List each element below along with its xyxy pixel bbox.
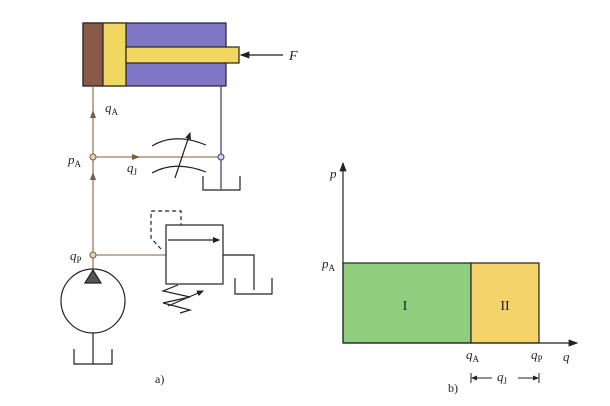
node-qp — [89, 251, 97, 259]
region-one — [342, 262, 472, 344]
region-one-label: I — [403, 299, 408, 314]
piston — [102, 22, 127, 87]
label-qa: qA — [105, 100, 119, 117]
flow-arrow-up-icon — [90, 110, 96, 118]
pump-icon — [60, 268, 126, 365]
power-chart: I II p q pA qA qP qJ — [321, 161, 579, 386]
qj-span-bracket — [470, 373, 540, 383]
caption-b: b) — [448, 381, 458, 395]
force-label: F — [288, 49, 298, 64]
x-axis-label: q — [563, 349, 570, 364]
flow-arrow-up-icon — [90, 172, 96, 180]
y-axis-label: p — [329, 166, 337, 181]
y-tick-pa: pA — [321, 256, 336, 273]
span-label-qj: qJ — [497, 369, 508, 386]
node-pa — [89, 153, 97, 161]
piston-rod — [125, 46, 240, 64]
flow-arrow-right-icon — [132, 154, 140, 160]
cylinder-cap — [82, 22, 104, 87]
tank-icon — [202, 176, 241, 191]
label-qp: qP — [70, 248, 82, 265]
label-pa: pA — [67, 152, 82, 169]
x-tick-qp: qP — [531, 347, 543, 364]
throttle-valve-icon — [151, 131, 207, 179]
node-return — [217, 153, 225, 161]
relief-valve-icon — [150, 210, 273, 314]
label-qj: qJ — [127, 160, 138, 177]
region-two-label: II — [500, 299, 510, 314]
hydraulic-cylinder — [82, 22, 240, 87]
region-two — [470, 262, 540, 344]
x-tick-qa: qA — [466, 347, 480, 364]
caption-a: a) — [155, 372, 164, 386]
